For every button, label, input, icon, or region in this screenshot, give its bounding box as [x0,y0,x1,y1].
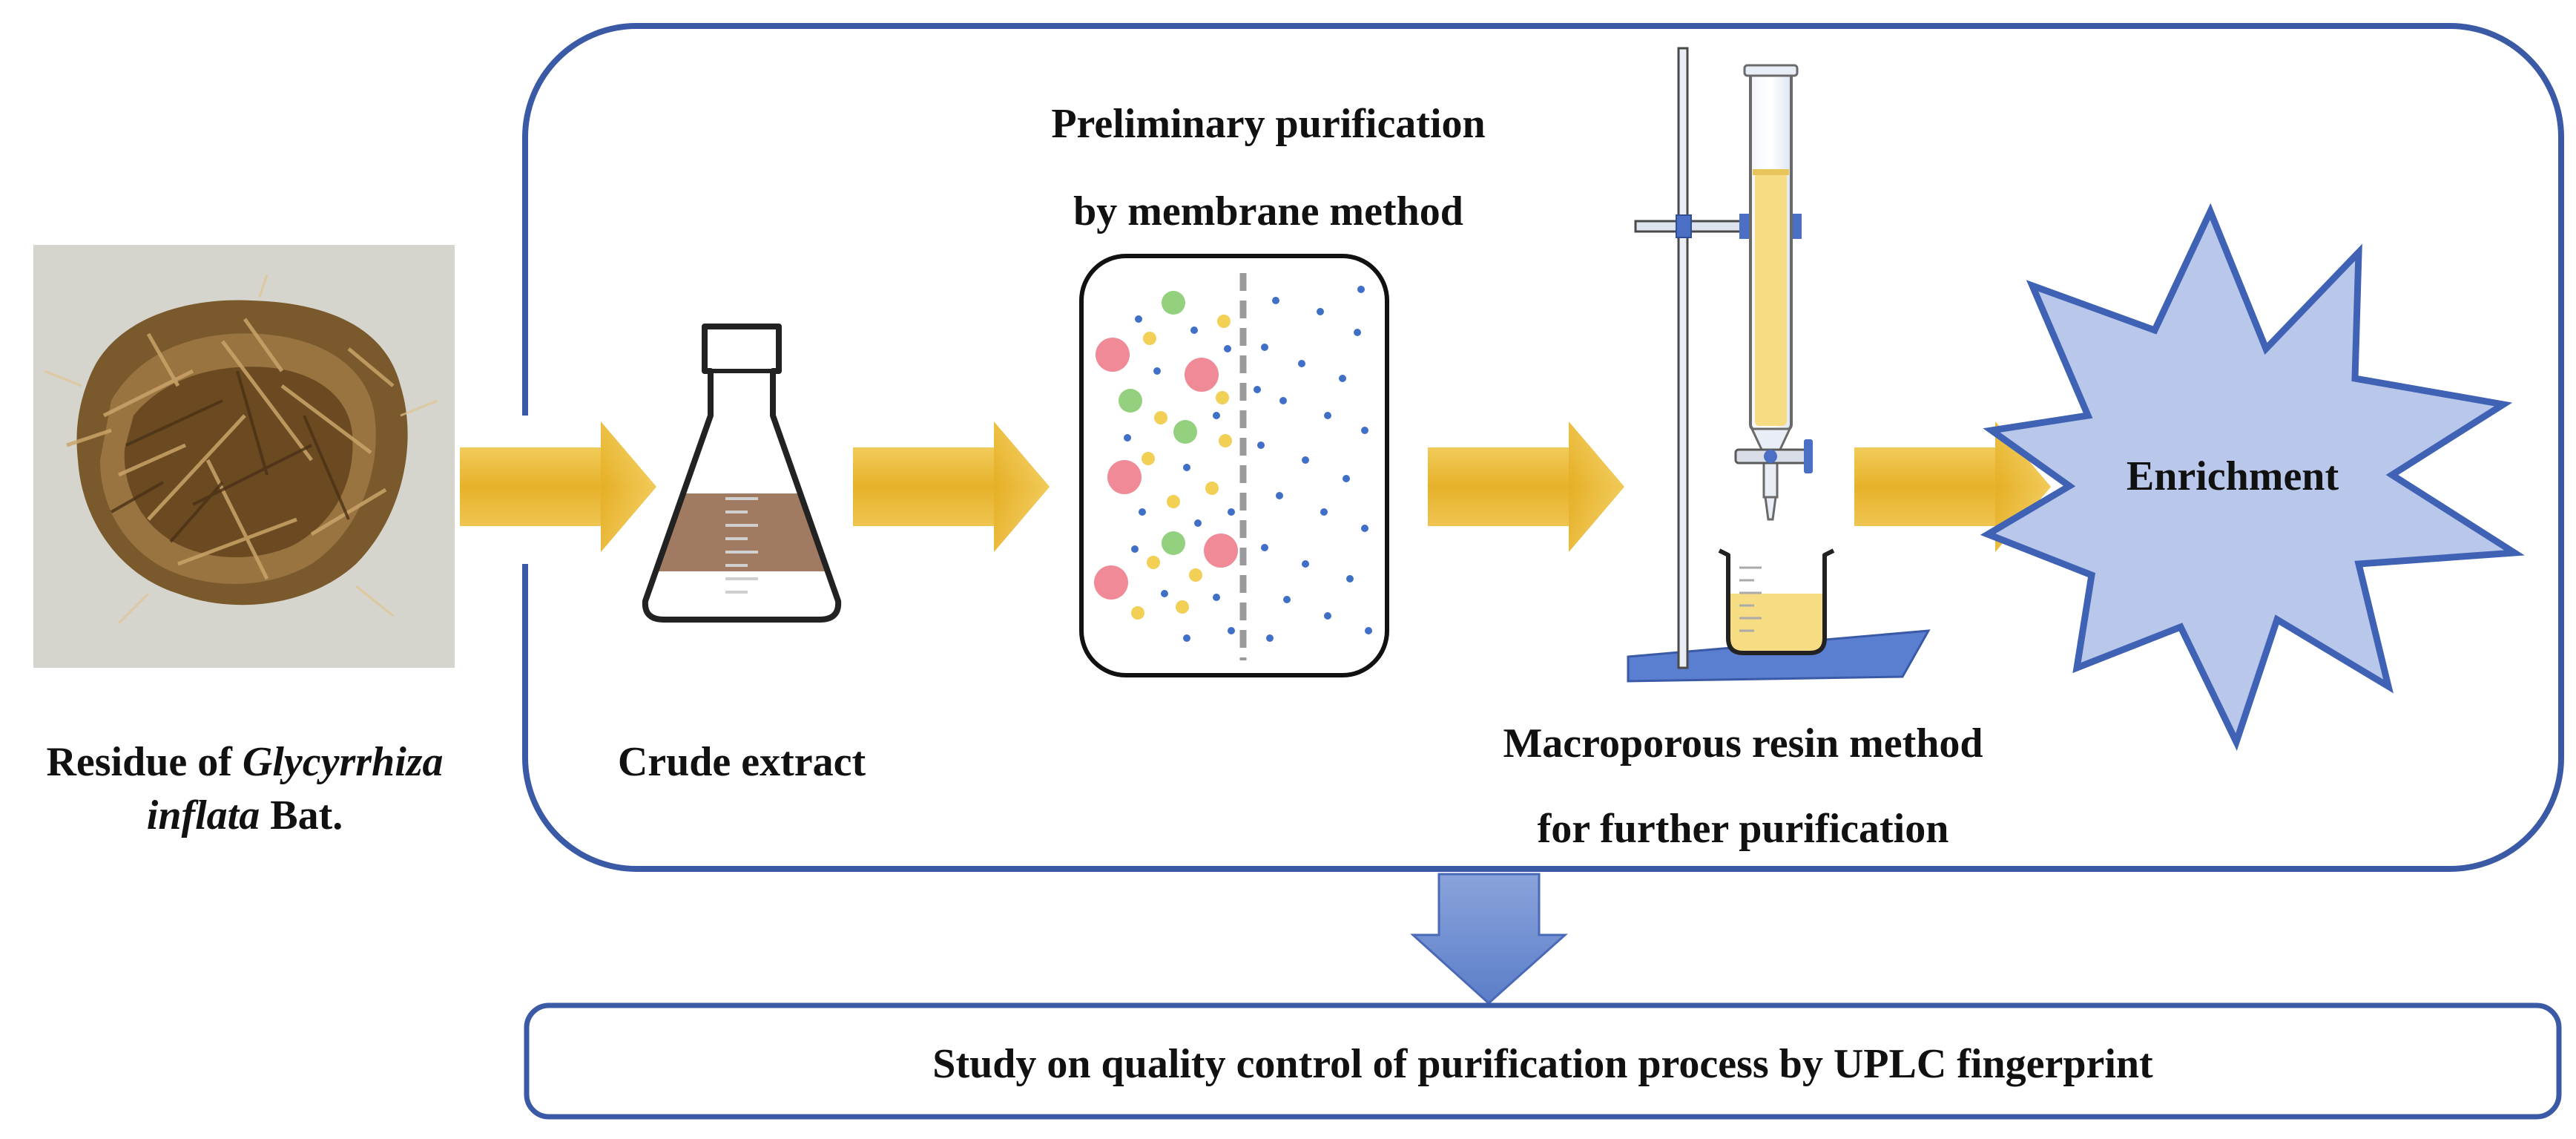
licorice-residue-photo-icon [33,245,455,668]
right-arrow-icon [460,421,656,552]
uplc-study-box [524,1002,2562,1120]
membrane-label-line2: by membrane method [1073,188,1463,234]
right-arrow-icon [853,421,1050,552]
residue-label-line2: inflata Bat. [147,792,343,838]
chromatography-column-stand-icon [1627,47,1931,683]
erlenmeyer-flask-icon [642,324,842,623]
starburst-icon [1980,203,2525,751]
beaker-icon [1718,548,1835,655]
membrane-label-line1: Preliminary purification [1051,101,1485,147]
crude-extract-label: Crude extract [618,739,866,785]
membrane-particles [1094,286,1372,642]
membrane-filtration-icon [1079,254,1389,677]
resin-label-line2: for further purification [1538,806,1949,852]
enrichment-label: Enrichment [2127,453,2339,499]
down-arrow-icon [1410,873,1568,1005]
right-arrow-icon [1428,421,1624,552]
resin-label-line1: Macroporous resin method [1503,721,1983,767]
residue-label-line1: Residue of Glycyrrhiza [46,739,443,785]
uplc-study-label: Study on quality control of purification… [932,1041,2153,1087]
